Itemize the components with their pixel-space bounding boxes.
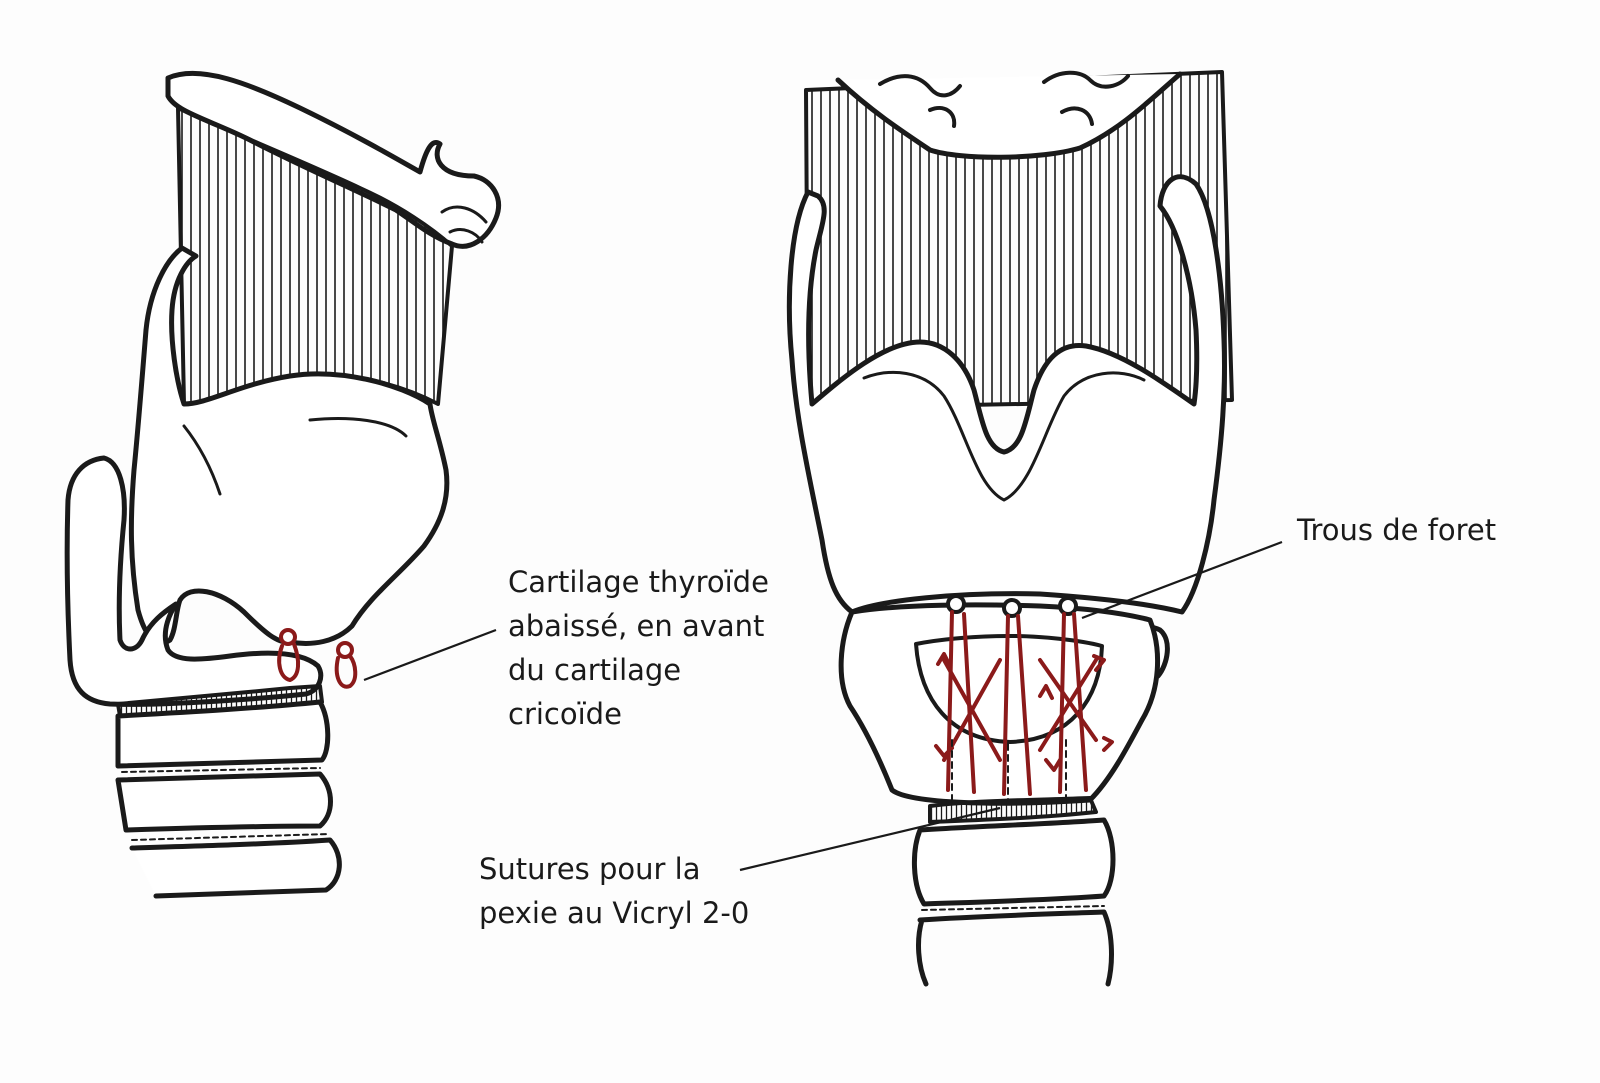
cricoid-band-frontal — [928, 796, 1098, 824]
label-holes-line-1: Trous de foret — [1297, 513, 1497, 547]
thyroid-cartilage-frontal — [786, 174, 1228, 615]
suture-hole-2 — [336, 641, 354, 659]
trachea-ring-2-lateral — [129, 837, 342, 899]
leader-thyroid — [363, 628, 497, 682]
suture-cross-4 — [1038, 658, 1098, 752]
cricoid-ring-lateral — [115, 699, 331, 769]
arytenoid-lateral — [64, 455, 324, 707]
label-sutures-line-1: Sutures pour la — [479, 852, 701, 886]
suture-arrow-3 — [1092, 654, 1106, 672]
thyroid-inner-line — [862, 371, 1146, 502]
suture-arrow-5 — [1044, 758, 1062, 772]
ring-gap-dashes-frontal — [921, 905, 1105, 911]
trachea-ring-1-lateral — [115, 771, 333, 833]
label-drill-holes: Trous de foret — [1297, 508, 1496, 552]
suture-4 — [1016, 614, 1032, 796]
suture-arrow-2 — [1038, 684, 1054, 700]
label-thyroid-line-1: Cartilage thyroïde — [508, 565, 769, 599]
label-sutures: Sutures pour la pexie au Vicryl 2-0 — [479, 847, 749, 935]
thyroid-cartilage-lateral — [128, 245, 450, 646]
oblique-line — [182, 424, 222, 496]
lateral-suture-loops — [277, 628, 358, 689]
suture-1 — [946, 610, 954, 792]
label-thyroid-line-4: cricoïde — [508, 697, 622, 731]
drill-hole-2 — [1002, 598, 1022, 618]
suture-6 — [1072, 612, 1088, 792]
drill-holes — [946, 594, 1078, 618]
suture-cross-2 — [942, 658, 1002, 762]
leader-lines — [363, 540, 1283, 872]
drill-hole-1 — [946, 594, 966, 614]
suture-hole-1 — [279, 628, 297, 646]
frontal-view-larynx — [786, 70, 1234, 987]
hyoid-bone-frontal — [835, 71, 1183, 160]
suture-dashes — [951, 739, 1067, 801]
cricoid-arch — [914, 634, 1104, 744]
label-thyroid-line-3: du cartilage — [508, 653, 682, 687]
hyoid-curl-right — [1042, 70, 1130, 126]
leader-sutures — [739, 806, 1001, 872]
leader-holes — [1081, 540, 1283, 620]
hyoid-curl-left — [878, 74, 962, 128]
suture-loop-2 — [334, 654, 358, 689]
suture-loop-1 — [277, 642, 301, 682]
drill-hole-3 — [1058, 596, 1078, 616]
ring-gap-dashes — [121, 767, 329, 841]
thyroid-notch-line — [308, 417, 408, 438]
suture-arrow-6 — [1102, 736, 1114, 752]
suture-3 — [1002, 614, 1010, 796]
suture-arrow-1 — [936, 652, 952, 668]
label-thyroid-cartilage: Cartilage thyroïde abaissé, en avant du … — [508, 560, 769, 736]
frontal-sutures — [934, 610, 1114, 796]
trachea-ring-1-frontal — [911, 817, 1116, 907]
trachea-ring-2-frontal — [916, 909, 1114, 987]
suture-arrow-4 — [934, 744, 954, 758]
label-sutures-line-2: pexie au Vicryl 2-0 — [479, 896, 750, 930]
label-thyroid-line-2: abaissé, en avant — [508, 609, 765, 643]
suture-cross-3 — [1038, 658, 1098, 742]
hyoid-detail — [440, 205, 488, 244]
lateral-view-larynx — [64, 70, 501, 899]
